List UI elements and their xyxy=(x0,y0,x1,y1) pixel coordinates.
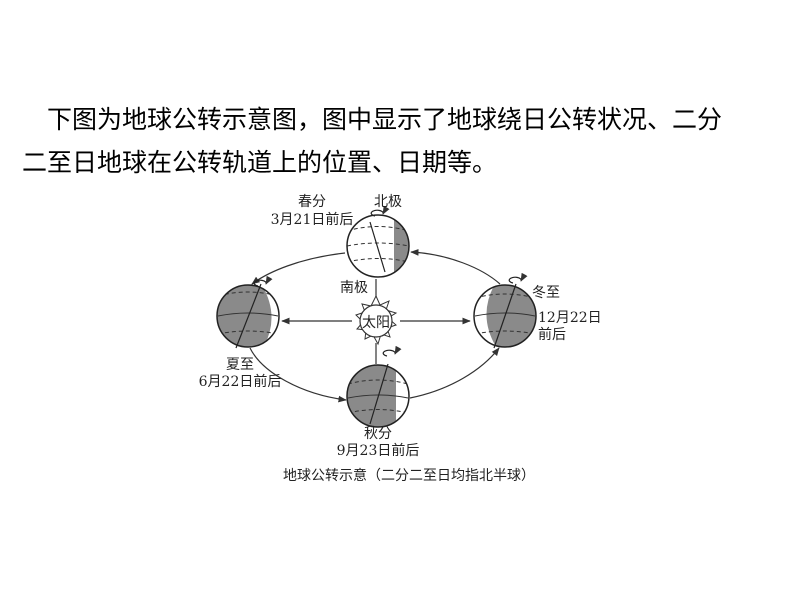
autumn-label: 秋分 xyxy=(364,426,392,442)
orbit-arc-sw xyxy=(249,347,347,403)
sun-rays xyxy=(281,279,471,364)
winter-label: 冬至 xyxy=(532,285,560,301)
axis-winter xyxy=(493,283,517,349)
autumn-date: 9月23日前后 xyxy=(337,442,420,459)
earth-winter xyxy=(473,272,537,349)
diagram-caption: 地球公转示意（二分二至日均指北半球） xyxy=(283,467,535,484)
sun-label: 太阳 xyxy=(362,315,390,331)
rotation-icon-spring xyxy=(370,205,390,217)
sun-disk xyxy=(359,304,393,338)
north-pole-label: 北极 xyxy=(374,194,402,210)
summer-date: 6月22日前后 xyxy=(199,373,282,390)
orbit-arc-ne xyxy=(410,249,501,285)
earth-autumn xyxy=(346,345,410,428)
spring-date: 3月21日前后 xyxy=(271,211,354,228)
rotation-icon-winter xyxy=(508,272,528,284)
south-pole-label: 南极 xyxy=(340,280,368,296)
intro-paragraph: 下图为地球公转示意图，图中显示了地球绕日公转状况、二分二至日地球在公转轨道上的位… xyxy=(22,98,774,184)
intro-line-1: 下图为地球公转示意图，图中显示了地球绕日公转状况、二分 xyxy=(47,105,723,134)
intro-line-2: 二至日地球在公转轨道上的位置、日期等。 xyxy=(22,148,498,177)
axis-spring xyxy=(369,221,386,273)
summer-label: 夏至 xyxy=(226,357,254,373)
sun: 太阳 xyxy=(355,294,398,346)
orbit-arc-nw xyxy=(251,252,346,285)
spring-label: 春分 xyxy=(298,194,326,210)
winter-date: 12月22日 xyxy=(538,310,602,326)
rotation-icon-summer xyxy=(253,275,273,287)
rotation-icon-autumn xyxy=(382,345,402,357)
axis-summer xyxy=(235,283,262,349)
axis-autumn xyxy=(369,363,389,425)
winter-date-suffix: 前后 xyxy=(538,326,566,343)
orbit-arc-se xyxy=(409,347,500,399)
earth-spring xyxy=(346,205,410,278)
